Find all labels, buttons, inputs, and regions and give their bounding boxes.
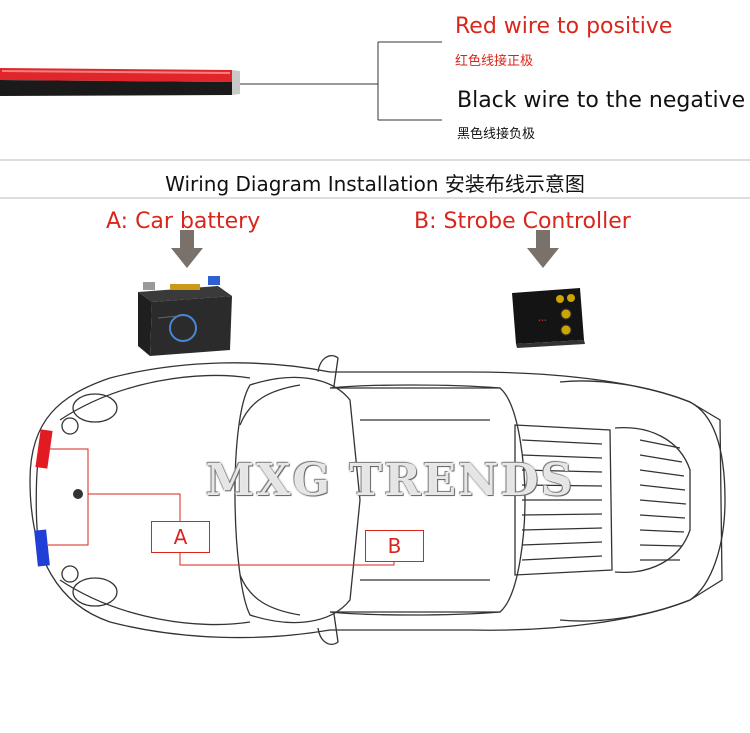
front-badge — [73, 489, 83, 499]
wire-leader-lines — [240, 41, 442, 121]
wiring-path — [48, 448, 395, 566]
car-battery-icon — [138, 276, 232, 356]
connection-box-a: A — [151, 521, 210, 553]
watermark: MXG TRENDS — [205, 455, 575, 506]
black-wire-label-cn: 黑色线接负极 — [457, 127, 536, 142]
red-wire-label-cn: 红色线接正极 — [455, 54, 534, 69]
red-strobe-light — [35, 429, 53, 469]
svg-text:•••: ••• — [538, 318, 547, 324]
component-a-label: A: Car battery — [106, 209, 261, 234]
black-wire-label: Black wire to the negative — [457, 88, 746, 113]
red-wire-label: Red wire to positive — [455, 14, 673, 39]
arrow-down-icon — [171, 230, 203, 268]
component-b-label: B: Strobe Controller — [414, 209, 631, 234]
diagram-heading: Wiring Diagram Installation 安装布线示意图 — [165, 172, 585, 196]
connection-box-b: B — [365, 530, 424, 562]
arrow-down-icon — [527, 230, 559, 268]
red-black-wire — [0, 68, 240, 96]
blue-strobe-light — [34, 529, 50, 567]
strobe-controller-icon: ••• — [512, 288, 585, 348]
